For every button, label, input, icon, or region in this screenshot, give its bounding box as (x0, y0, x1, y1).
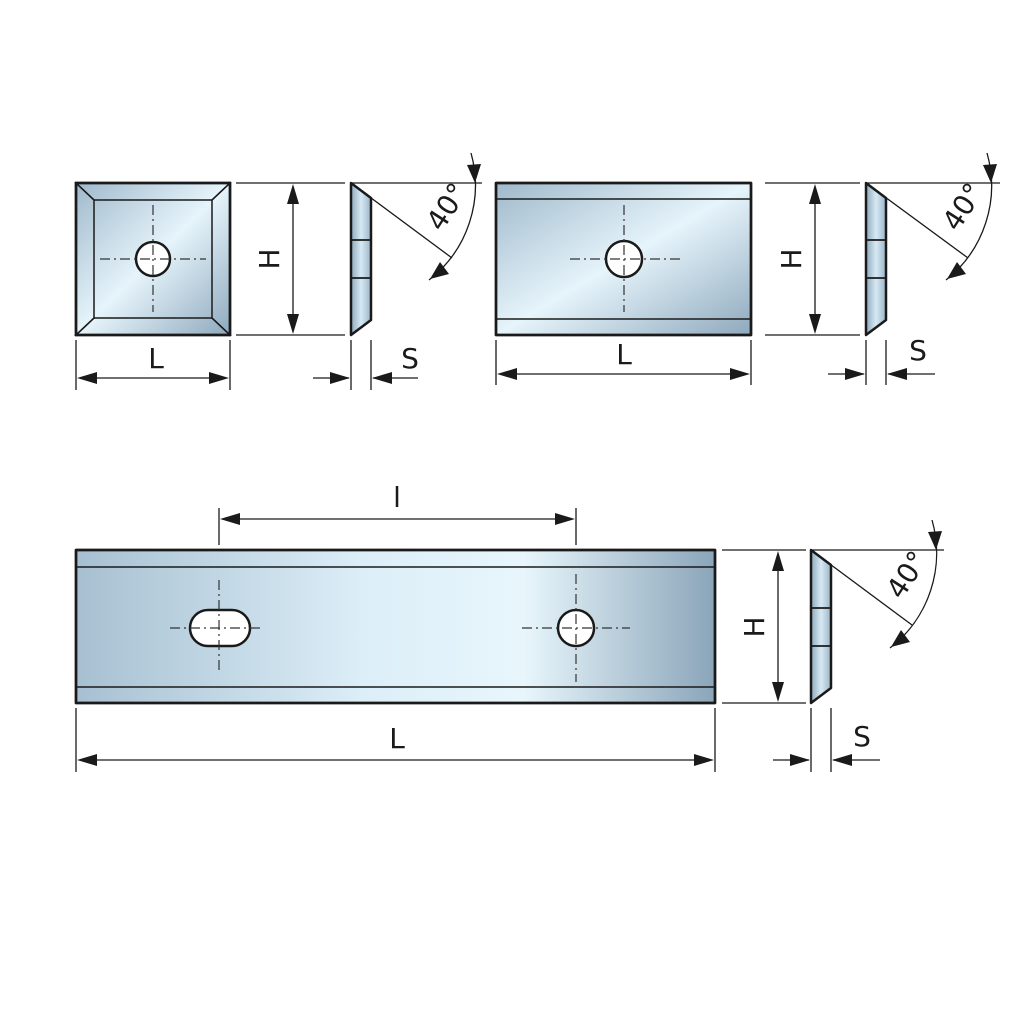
square-length-label: L (148, 342, 164, 375)
rect-insert-outline (494, 181, 753, 337)
square-angle-label: 40° (420, 177, 475, 237)
rect-side-profile (864, 181, 888, 337)
long-insert-view: l L H S 40° (74, 481, 944, 772)
rect-angle-label: 40° (936, 177, 991, 237)
long-insert-outline (74, 548, 717, 705)
long-side-profile (809, 548, 833, 705)
long-length-label: L (389, 722, 405, 755)
long-hole-spacing-label: l (393, 481, 401, 514)
rectangular-insert-view: L H S 40° (494, 152, 1000, 385)
long-height-label: H (738, 616, 771, 637)
square-side-profile (349, 181, 373, 337)
square-thickness-label: S (401, 342, 419, 375)
rect-thickness-label: S (909, 334, 927, 367)
long-angle-label: 40° (880, 545, 935, 605)
square-insert-view: L H S 40° (74, 152, 482, 390)
rect-length-label: L (616, 338, 632, 371)
square-height-label: H (253, 248, 286, 269)
long-insert-body (74, 548, 717, 705)
long-thickness-label: S (853, 720, 871, 753)
square-insert-outline (74, 181, 232, 337)
rect-height-label: H (775, 248, 808, 269)
